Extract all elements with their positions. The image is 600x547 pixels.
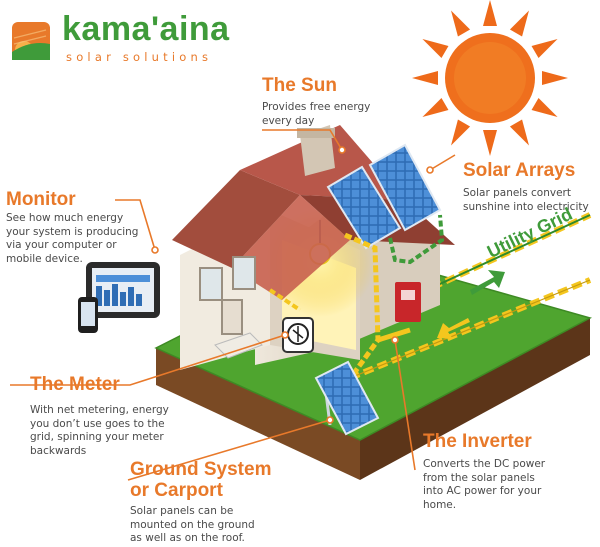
arrays-desc-line: Solar panels convert: [463, 187, 571, 199]
inverter-desc-line: home.: [423, 498, 457, 511]
logo-sun-icon: [12, 22, 50, 60]
ground-title-line: or Carport: [130, 480, 223, 501]
arrays-description: Solar panels convert sunshine into elect…: [463, 187, 589, 214]
monitor-desc-line: your system is producing: [6, 225, 139, 238]
sun-desc-line: Provides free energy: [262, 101, 371, 113]
meter-title: The Meter: [30, 374, 120, 395]
inverter-desc-line: into AC power for your: [423, 485, 542, 497]
grid-arrow-out-icon: [470, 270, 505, 295]
ground-desc-line: mounted on the ground: [130, 518, 255, 531]
ground-description: Solar panels can be mounted on the groun…: [130, 505, 255, 546]
sun-desc-line: every day: [262, 114, 315, 127]
inverter-description: Converts the DC power from the solar pan…: [423, 458, 545, 512]
inverter-title: The Inverter: [423, 431, 532, 452]
grid-arrow-in-icon: [437, 318, 470, 339]
sun-description: Provides free energy every day: [262, 101, 370, 128]
arrays-desc-line: sunshine into electricity: [463, 200, 589, 213]
monitor-desc-line: See how much energy: [6, 212, 124, 224]
meter-description: With net metering, energy you don’t use …: [30, 404, 169, 458]
meter-desc-line: With net metering, energy: [30, 404, 169, 416]
logo-tagline: solar solutions: [66, 50, 213, 64]
monitor-description: See how much energy your system is produ…: [6, 212, 138, 266]
ground-desc-line: as well as on the roof.: [130, 532, 245, 544]
sun-title: The Sun: [262, 75, 337, 96]
inverter-desc-line: from the solar panels: [423, 471, 535, 484]
house: [172, 125, 455, 378]
ground-desc-line: Solar panels can be: [130, 505, 234, 517]
meter-desc-line: backwards: [30, 444, 87, 457]
meter-desc-line: grid, spinning your meter: [30, 431, 164, 443]
logo-wordmark: kama'aina: [62, 10, 230, 48]
phone-icon: [78, 297, 98, 333]
monitor-title: Monitor: [6, 189, 76, 210]
sun-icon: [412, 0, 568, 156]
inverter-icon: [395, 282, 421, 322]
meter-desc-line: you don’t use goes to the: [30, 417, 165, 430]
monitor-desc-line: via your computer or: [6, 239, 117, 251]
arrays-title: Solar Arrays: [463, 160, 576, 181]
meter-icon: [282, 317, 314, 353]
tablet-icon: [86, 262, 160, 318]
monitor-desc-line: mobile device.: [6, 252, 83, 265]
ground-title: Ground System or Carport: [130, 459, 271, 501]
inverter-desc-line: Converts the DC power: [423, 458, 546, 470]
leader-lines: [10, 129, 456, 481]
ground-title-line: Ground System: [130, 459, 272, 480]
